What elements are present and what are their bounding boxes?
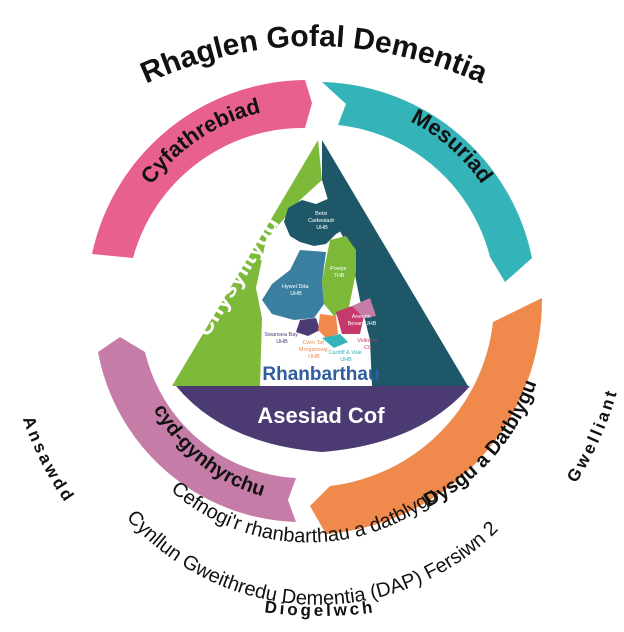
arrow-cyd-gynhyrchu bbox=[98, 337, 296, 522]
regions-label: Rhanbarthau bbox=[262, 364, 379, 385]
cycle-arrows bbox=[92, 80, 543, 534]
map-label-cardiff: Cardiff & Vale UHB bbox=[329, 350, 364, 363]
map-label-swansea: Swansea Bay UHB bbox=[264, 332, 299, 345]
map-region-cwm-taf bbox=[318, 314, 338, 338]
outer-word-bottom: Diogelwch bbox=[264, 597, 377, 620]
wales-map bbox=[262, 198, 376, 348]
map-region-aneurin-bevan bbox=[336, 306, 364, 334]
map-region-betsi-cadwaladr bbox=[284, 198, 350, 246]
arrow-label-cyfathrebiad: Cyfathrebiad bbox=[136, 93, 263, 188]
outer-word-right: Gwelliant bbox=[563, 386, 621, 486]
map-label-betsi: Betsi Cadwaladr UHB bbox=[308, 211, 336, 231]
map-region-powys bbox=[322, 236, 356, 316]
map-region-cardiff-vale bbox=[322, 334, 348, 348]
map-label-velindre: Velindre CC bbox=[357, 338, 378, 351]
arrow-dysgu-a-datblygu bbox=[310, 298, 543, 534]
triangle-bottom-label: Asesiad Cof bbox=[257, 403, 385, 428]
map-region-hywel-dda bbox=[262, 250, 326, 320]
triangle-left-segment bbox=[172, 140, 322, 386]
triangle-left-label: Cymuned a Chysylltydd bbox=[166, 197, 285, 342]
outer-word-left: Ansawdd bbox=[19, 414, 79, 507]
map-label-aneurin: Aneurin Bevan UHB bbox=[348, 314, 377, 327]
map-region-velindre bbox=[352, 298, 376, 318]
map-label-hywel-dda: Hywel Dda UHB bbox=[282, 284, 310, 297]
triangle-right-segment bbox=[322, 140, 468, 386]
map-region-swansea-bay bbox=[296, 318, 320, 336]
triangle-bottom-segment bbox=[176, 386, 470, 452]
triangle bbox=[172, 140, 470, 452]
page-title: Rhaglen Gofal Dementia bbox=[136, 20, 493, 90]
arrow-cyfathrebiad bbox=[92, 80, 312, 258]
arrow-mesuriad bbox=[322, 82, 532, 282]
map-label-powys: Powys THB bbox=[330, 266, 348, 279]
map-label-cwm-taf: Cwm Taf Morgannwg UHB bbox=[299, 340, 329, 360]
footer-line-2: Cynllun Gweithredu Dementia (DAP) Fersiw… bbox=[122, 506, 502, 610]
